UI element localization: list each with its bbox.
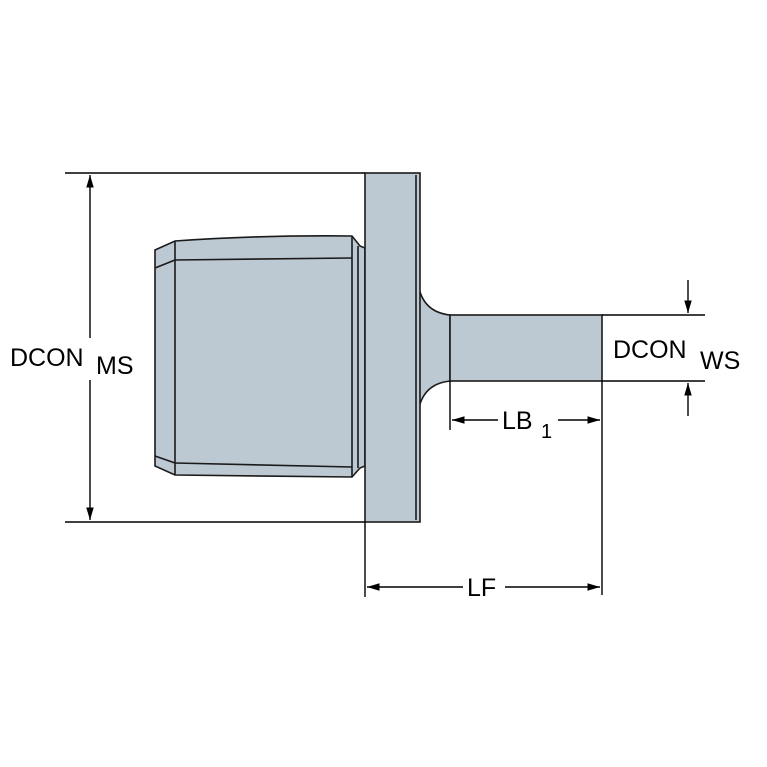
lb1-main: LB bbox=[502, 407, 533, 435]
dcon-ws-main: DCON bbox=[613, 336, 687, 364]
dimension-lines bbox=[65, 172, 705, 597]
lb1-label: LB 1 bbox=[502, 407, 552, 443]
dcon-ms-sub: MS bbox=[96, 352, 134, 380]
fillet-neck bbox=[417, 282, 451, 414]
dcon-ms-label: DCON MS bbox=[10, 344, 134, 380]
flange bbox=[364, 172, 421, 523]
shaft bbox=[449, 314, 603, 382]
lf-label: LF bbox=[467, 574, 496, 602]
lb1-sub: 1 bbox=[541, 421, 552, 443]
part-body bbox=[154, 172, 603, 523]
dcon-ms-main: DCON bbox=[10, 344, 84, 372]
dcon-ws-sub: WS bbox=[700, 347, 740, 375]
dcon-ws-label: DCON WS bbox=[613, 336, 740, 375]
plug-body bbox=[154, 235, 366, 478]
